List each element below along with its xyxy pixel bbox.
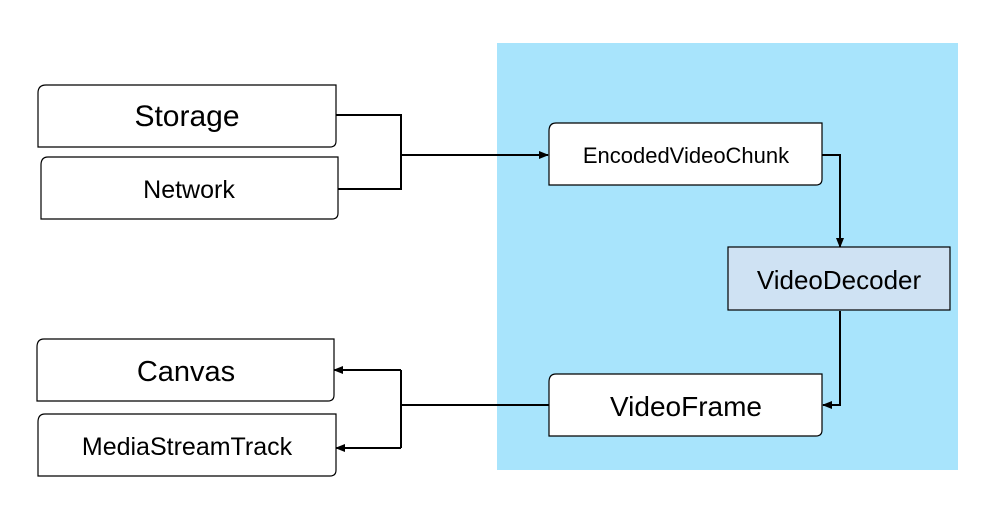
network-box (40, 156, 339, 220)
network-label: Network (143, 176, 235, 204)
encoded-video-chunk-label: EncodedVideoChunk (583, 143, 790, 168)
video-decoder-node: VideoDecoder (727, 246, 951, 311)
canvas-box (36, 338, 335, 402)
video-frame-node: VideoFrame (548, 373, 823, 437)
video-frame-label: VideoFrame (610, 391, 762, 422)
storage-connector (336, 114, 402, 155)
storage-node: Storage (37, 84, 337, 148)
chunk-to-decoder-arrow (822, 154, 844, 248)
storage-box (37, 84, 337, 148)
video-frame-box (548, 373, 823, 437)
media-stream-track-box (37, 413, 337, 477)
video-decoder-label: VideoDecoder (757, 265, 922, 295)
canvas-label: Canvas (137, 356, 235, 388)
network-connector (338, 155, 402, 190)
decoder-to-frame-arrow (822, 311, 841, 409)
encoded-video-chunk-node: EncodedVideoChunk (548, 122, 823, 186)
media-stream-track-node: MediaStreamTrack (37, 413, 337, 477)
encoded-video-chunk-box (548, 122, 823, 186)
connectors (333, 114, 844, 452)
video-decoder-box (727, 246, 951, 311)
media-stream-track-label: MediaStreamTrack (82, 433, 293, 461)
network-node: Network (40, 156, 339, 220)
storage-label: Storage (134, 100, 239, 133)
canvas-node: Canvas (36, 338, 335, 402)
